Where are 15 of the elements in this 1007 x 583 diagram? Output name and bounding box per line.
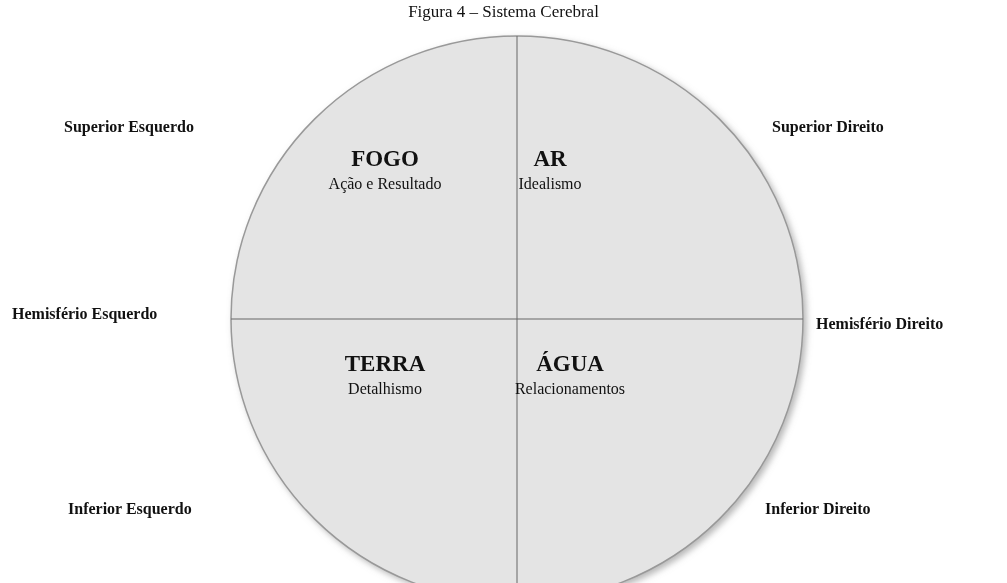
- quadrant-heading: TERRA: [344, 350, 426, 378]
- region-label: Hemisfério Direito: [816, 315, 944, 333]
- region-label: Superior Direito: [772, 118, 884, 136]
- quadrant-heading: AR: [532, 145, 568, 173]
- quadrant-heading: FOGO: [350, 145, 420, 173]
- region-label: Inferior Esquerdo: [68, 500, 192, 518]
- quadrant-description: Idealismo: [518, 174, 582, 194]
- quadrant-description: Detalhismo: [347, 379, 423, 399]
- quadrant-heading: ÁGUA: [535, 350, 605, 378]
- quadrant-description: Ação e Resultado: [328, 174, 442, 195]
- figure-title: Figura 4 – Sistema Cerebral: [408, 2, 599, 22]
- region-label: Inferior Direito: [765, 500, 871, 518]
- quadrant-description: Relacionamentos: [514, 379, 626, 399]
- region-label: Hemisfério Esquerdo: [12, 305, 158, 323]
- region-label: Superior Esquerdo: [64, 118, 194, 136]
